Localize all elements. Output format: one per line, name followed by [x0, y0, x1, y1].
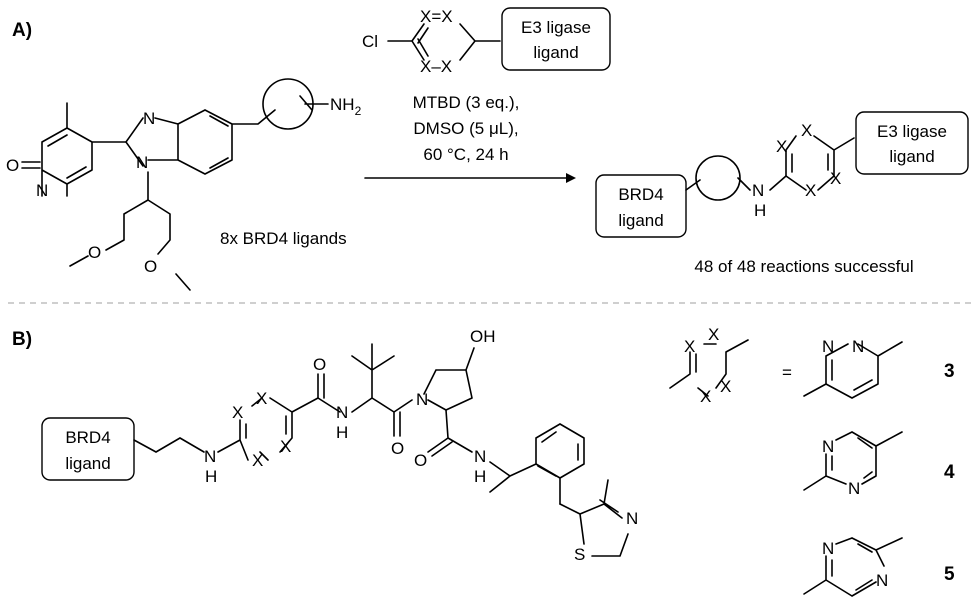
compound-3-number: 3 — [944, 361, 955, 382]
imidazole-n-bottom-label: N — [136, 153, 148, 172]
compound-4-number: 4 — [944, 462, 955, 483]
condition-line-3: 60 °C, 24 h — [423, 145, 508, 164]
generic3-x-label-3: X — [700, 387, 711, 406]
linker-nh-h-label: H — [205, 467, 217, 486]
thiazole-n-label: N — [626, 509, 638, 528]
amide1-n-label: N — [336, 403, 348, 422]
reagent-e3-line2: ligand — [533, 43, 578, 62]
pyridone-nitrogen-label: N — [36, 181, 48, 200]
vhl-protac-structure: BRD4 ligand N H X X X X O N H O N OH O N… — [41, 327, 638, 564]
condition-line-2: DMSO (5 μL), — [413, 119, 518, 138]
benzylic-aryl-bonds — [489, 423, 585, 505]
proline-n-label: N — [416, 390, 428, 409]
thiazole-s-label: S — [574, 545, 585, 564]
product-e3-line2: ligand — [889, 147, 934, 166]
product-x-label-1: X — [776, 137, 787, 156]
product-brd4-line2: ligand — [618, 211, 663, 230]
compound-5-number: 5 — [944, 564, 955, 585]
product-nh-label: N — [752, 181, 764, 200]
starting-material-caption: 8x BRD4 ligands — [220, 229, 347, 248]
product-linker-bonds — [685, 175, 787, 191]
het-x-label-4: X — [280, 437, 291, 456]
panel-b-brd4-line2: ligand — [65, 454, 110, 473]
chlorine-label: Cl — [362, 32, 378, 51]
panel-b-brd4-box — [41, 417, 135, 481]
product-e3-box — [855, 111, 969, 175]
generic-ring-3-bonds — [669, 339, 749, 397]
pyridone-bonds — [21, 102, 127, 197]
generic3-x-label-4: X — [720, 377, 731, 396]
carbonyl-oxygen-label: O — [6, 156, 19, 175]
hydroxyproline-bonds — [423, 347, 475, 411]
reaction-arrow-head — [566, 173, 576, 183]
het-x-label-2: X — [256, 389, 267, 408]
reagent-e3-line1: E3 ligase — [521, 18, 591, 37]
pyridazine-bonds — [803, 341, 903, 399]
pyridazine-n2-label: N — [852, 337, 864, 356]
product-ring-circle — [695, 155, 741, 201]
condition-line-1: MTBD (3 eq.), — [413, 93, 520, 112]
product-brd4-box — [595, 174, 687, 238]
reagent-ring-bottom-label: X–X — [420, 57, 452, 76]
ethylamine-linker-bonds — [133, 437, 205, 453]
pyrimidine-n1-label: N — [822, 437, 834, 456]
amide3-n-label: N — [474, 447, 486, 466]
starting-material-brd4-ligand: O N N N NH2 O O 8x BRD4 ligands — [6, 78, 362, 291]
product-e3-line1: E3 ligase — [877, 122, 947, 141]
thiazole-bonds — [559, 479, 629, 557]
product-aryl-ring-bonds — [785, 135, 855, 191]
panel-a-label: A) — [12, 20, 32, 41]
amide3-oxygen-label: O — [414, 451, 427, 470]
het-x-label-1: X — [232, 403, 243, 422]
amide-tertleucine-bonds — [317, 343, 413, 437]
product-brd4-line1: BRD4 — [618, 185, 663, 204]
amine-nh2-label: NH2 — [330, 95, 362, 118]
compound-4-structure: N N 4 — [803, 431, 955, 498]
panel-b-label: B) — [12, 329, 32, 350]
het-x-label-3: X — [252, 451, 263, 470]
reagent-chloroarene: Cl X=X X–X E3 ligase ligand — [362, 7, 611, 76]
reagent-ring-top-label: X=X — [420, 7, 453, 26]
central-heteroaryl-bonds — [217, 397, 319, 461]
benzimidazole-bonds — [125, 109, 276, 175]
hydroxyl-label: OH — [470, 327, 496, 346]
amide3-h-label: H — [474, 467, 486, 486]
pyridazine-n1-label: N — [822, 337, 834, 356]
amide2-oxygen-label: O — [391, 439, 404, 458]
amide3-bonds — [427, 409, 473, 457]
amide1-h-label: H — [336, 423, 348, 442]
panel-b-brd4-line1: BRD4 — [65, 428, 110, 447]
amine-bond — [299, 95, 329, 111]
methoxy-oxygen-left-label: O — [88, 243, 101, 262]
pyrimidine-n2-label: N — [848, 479, 860, 498]
generic3-x-label-2: X — [708, 325, 719, 344]
product-x-label-2: X — [801, 121, 812, 140]
pyrazine-n2-label: N — [876, 571, 888, 590]
reagent-ring-bonds — [387, 23, 501, 61]
imidazole-n-top-label: N — [143, 109, 155, 128]
reaction-arrow-group: MTBD (3 eq.), DMSO (5 μL), 60 °C, 24 h — [364, 93, 576, 183]
pyrazine-n1-label: N — [822, 539, 834, 558]
product-x-label-4: X — [830, 169, 841, 188]
product-structure: BRD4 ligand N H X X X X E3 ligase ligand… — [595, 111, 969, 276]
reagent-e3-ligase-box — [501, 7, 611, 71]
methoxy-oxygen-right-label: O — [144, 257, 157, 276]
pyrimidine-bonds — [803, 431, 903, 491]
compound-3-definition: X X X X = N N 3 — [669, 325, 955, 406]
dimethoxypropyl-bonds — [69, 171, 191, 291]
pyrazine-bonds — [803, 537, 903, 597]
product-caption: 48 of 48 reactions successful — [694, 257, 913, 276]
linker-nh-n-label: N — [204, 447, 216, 466]
compound-5-structure: N N 5 — [803, 537, 955, 597]
product-x-label-3: X — [805, 181, 816, 200]
amide1-oxygen-label: O — [313, 355, 326, 374]
product-h-label: H — [754, 201, 766, 220]
compound-3-equals: = — [782, 363, 792, 382]
generic3-x-label-1: X — [684, 337, 695, 356]
